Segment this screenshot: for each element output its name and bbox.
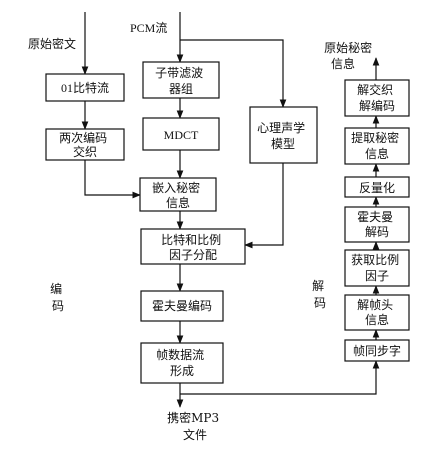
node-frame-forming: 帧数据流 形成 <box>140 342 224 384</box>
node-extract-secret: 提取秘密 信息 <box>344 127 410 165</box>
node-subband-filter: 子带滤波 器组 <box>142 61 220 99</box>
svg-text:子带滤波 器组: 子带滤波 器组 <box>155 66 207 96</box>
svg-text:帧同步字: 帧同步字 <box>353 343 401 358</box>
node-dequantize: 反量化 <box>344 176 410 198</box>
label-original-secret: 原始秘密 信息 <box>324 40 376 71</box>
edge-output-to-framesync <box>180 360 380 395</box>
svg-text:获取比例 因子: 获取比例 因子 <box>351 253 403 283</box>
node-frame-sync: 帧同步字 <box>344 339 410 362</box>
svg-text:解交织 解编码: 解交织 解编码 <box>357 82 397 113</box>
node-psycho-model: 心理声学 模型 <box>249 106 318 164</box>
svg-text:比特和比例 因子分配: 比特和比例 因子分配 <box>161 232 225 262</box>
svg-text:心理声学 模型: 心理声学 模型 <box>257 120 309 151</box>
label-encode: 编 码 <box>50 281 66 313</box>
node-decode-header: 解帧头 信息 <box>344 294 410 331</box>
node-huffman-decode: 霍夫曼 解码 <box>344 206 410 243</box>
node-embed-secret: 嵌入秘密 信息 <box>139 177 217 212</box>
node-huffman-encode: 霍夫曼编码 <box>140 290 224 322</box>
node-double-encode: 两次编码 交织 <box>45 128 125 161</box>
label-output-file: 携密MP3 文件 <box>167 410 223 442</box>
svg-text:霍夫曼编码: 霍夫曼编码 <box>152 298 212 313</box>
label-pcm-stream: PCM流 <box>130 21 167 35</box>
edge-pcm-to-psycho <box>180 39 287 108</box>
svg-text:反量化: 反量化 <box>359 181 395 195</box>
label-original-ciphertext: 原始密文 <box>28 36 76 51</box>
node-bit-allocation: 比特和比例 因子分配 <box>140 228 246 265</box>
svg-text:解帧头 信息: 解帧头 信息 <box>357 298 397 327</box>
node-deinterleave: 解交织 解编码 <box>344 79 410 117</box>
node-get-scale-factor: 获取比例 因子 <box>344 249 410 287</box>
svg-text:帧数据流 形成: 帧数据流 形成 <box>156 347 208 378</box>
edge-psycho-to-bitalloc <box>244 163 284 249</box>
svg-text:霍夫曼 解码: 霍夫曼 解码 <box>357 210 397 239</box>
svg-text:MDCT: MDCT <box>164 128 199 142</box>
edge-double-encode-to-embed <box>84 160 141 199</box>
svg-text:提取秘密 信息: 提取秘密 信息 <box>351 130 403 161</box>
node-mdct: MDCT <box>142 117 220 151</box>
svg-text:嵌入秘密 信息: 嵌入秘密 信息 <box>152 180 204 210</box>
label-decode: 解 码 <box>312 279 328 310</box>
svg-text:01比特流: 01比特流 <box>61 80 109 95</box>
svg-text:两次编码 交织: 两次编码 交织 <box>59 130 111 159</box>
node-binary-stream: 01比特流 <box>45 73 125 102</box>
